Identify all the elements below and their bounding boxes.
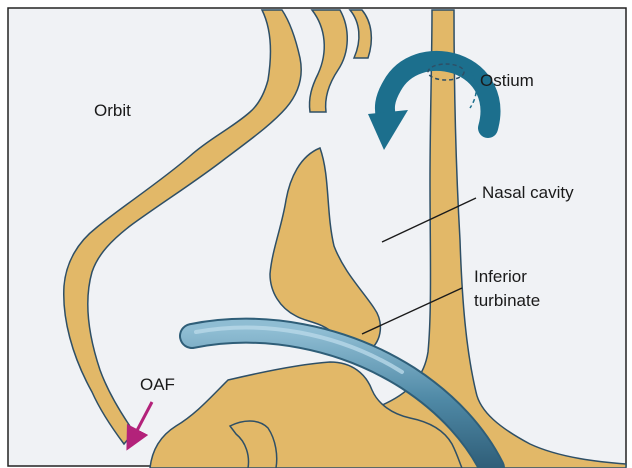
- label-nasal-cavity: Nasal cavity: [482, 183, 574, 202]
- label-inferior-turbinate-line1: Inferior: [474, 267, 527, 286]
- label-orbit: Orbit: [94, 101, 131, 120]
- label-inferior-turbinate-line2: turbinate: [474, 291, 540, 310]
- label-ostium: Ostium: [480, 71, 534, 90]
- label-oaf: OAF: [140, 375, 175, 394]
